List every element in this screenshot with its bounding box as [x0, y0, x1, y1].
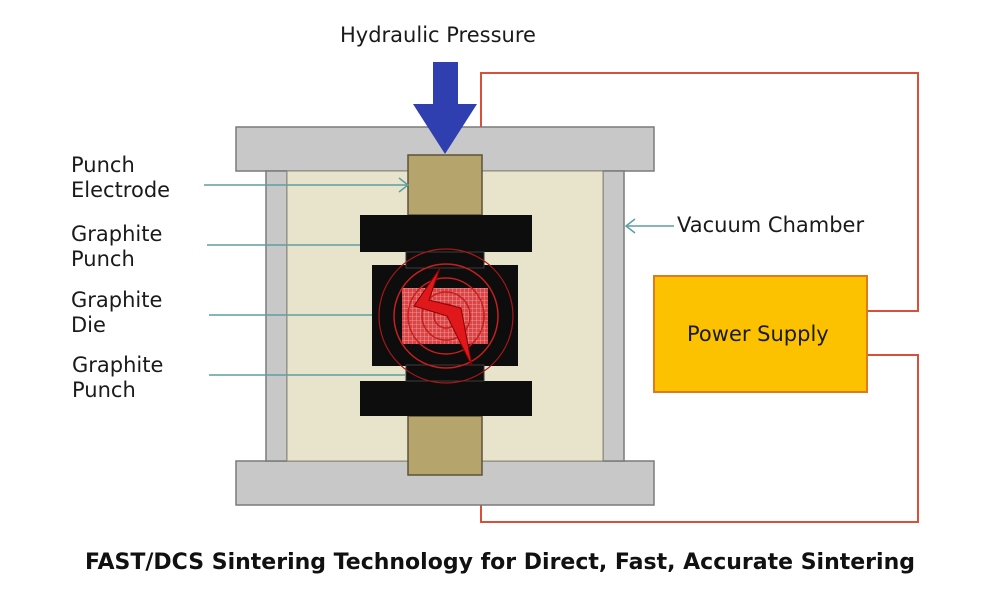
- figure-caption: FAST/DCS Sintering Technology for Direct…: [85, 550, 915, 575]
- leader-arrowhead: [398, 177, 410, 193]
- power-supply-label: Power Supply: [687, 322, 829, 346]
- left-column: [265, 170, 288, 462]
- heat-ring: [378, 248, 514, 384]
- graphite-die-label-line1: Graphite: [71, 288, 163, 312]
- graphite-die-label-line2: Die: [71, 313, 106, 337]
- hydraulic-pressure-label: Hydraulic Pressure: [340, 23, 536, 47]
- leader-arrowhead: [624, 218, 636, 234]
- power-wire-top: [480, 72, 919, 312]
- inner-punch-bottom: [405, 364, 485, 382]
- power-wire-bottom: [480, 354, 919, 523]
- punch-electrode-bottom: [407, 415, 483, 476]
- sample-powder: [402, 288, 488, 344]
- heat-ring: [393, 263, 499, 369]
- graphite-punch-top-label-line2: Punch: [71, 247, 135, 271]
- graphite-punch-top-label-line1: Graphite: [71, 222, 163, 246]
- graphite-punch-top: [360, 215, 532, 252]
- heat-ring: [421, 291, 471, 341]
- graphite-punch-bottom: [360, 381, 532, 416]
- inner-punch-top: [405, 251, 485, 269]
- power-supply-box: [653, 275, 868, 393]
- vacuum-chamber-label: Vacuum Chamber: [677, 213, 865, 237]
- punch-electrode-label-line2: Electrode: [71, 178, 171, 202]
- punch-electrode-label-line1: Punch: [71, 153, 135, 177]
- right-column: [602, 170, 625, 462]
- pressure-arrow-icon: [413, 62, 477, 154]
- heat-ring: [407, 277, 485, 355]
- graphite-punch-bottom-label-line1: Graphite: [72, 353, 164, 377]
- graphite-punch-bottom-label-line2: Punch: [72, 378, 136, 402]
- punch-electrode-top: [407, 154, 483, 216]
- lightning-bolt-icon: [413, 267, 473, 367]
